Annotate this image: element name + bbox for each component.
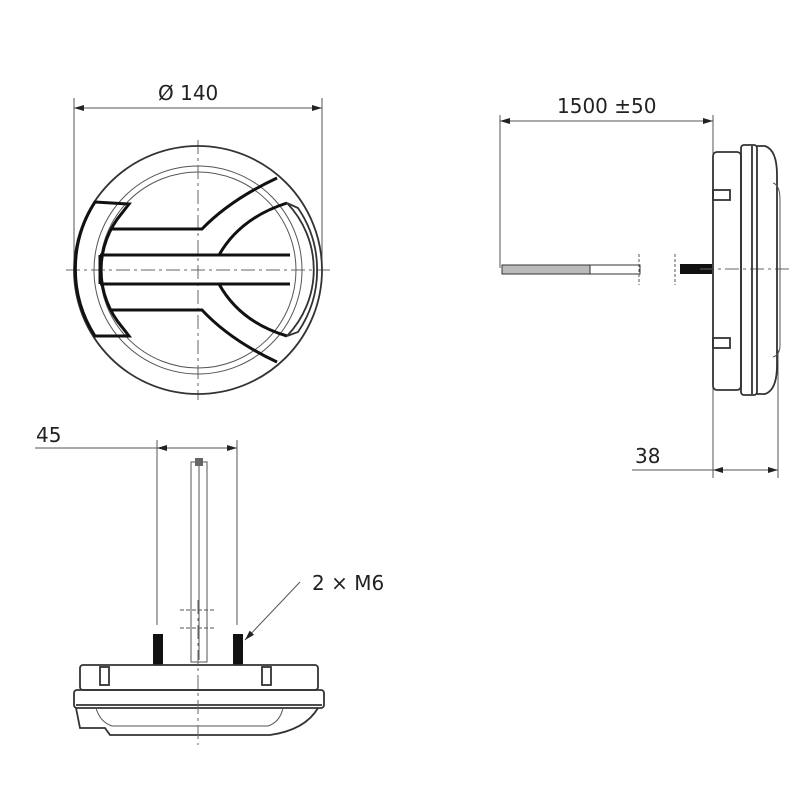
front-view: Ø 140 (66, 81, 330, 400)
depth-label: 38 (635, 444, 660, 468)
stud-leader-line (244, 581, 301, 641)
stud-left (153, 634, 163, 665)
side-view: 1500 ±50 38 (499, 94, 790, 478)
bottom-view: 45 2 × M6 (35, 423, 384, 745)
stud-right (233, 634, 243, 665)
diameter-label: Ø 140 (158, 81, 218, 105)
stud-spacing-label: 45 (36, 423, 61, 447)
studs-label: 2 × M6 (312, 571, 384, 595)
cable-length-label: 1500 ±50 (557, 94, 656, 118)
